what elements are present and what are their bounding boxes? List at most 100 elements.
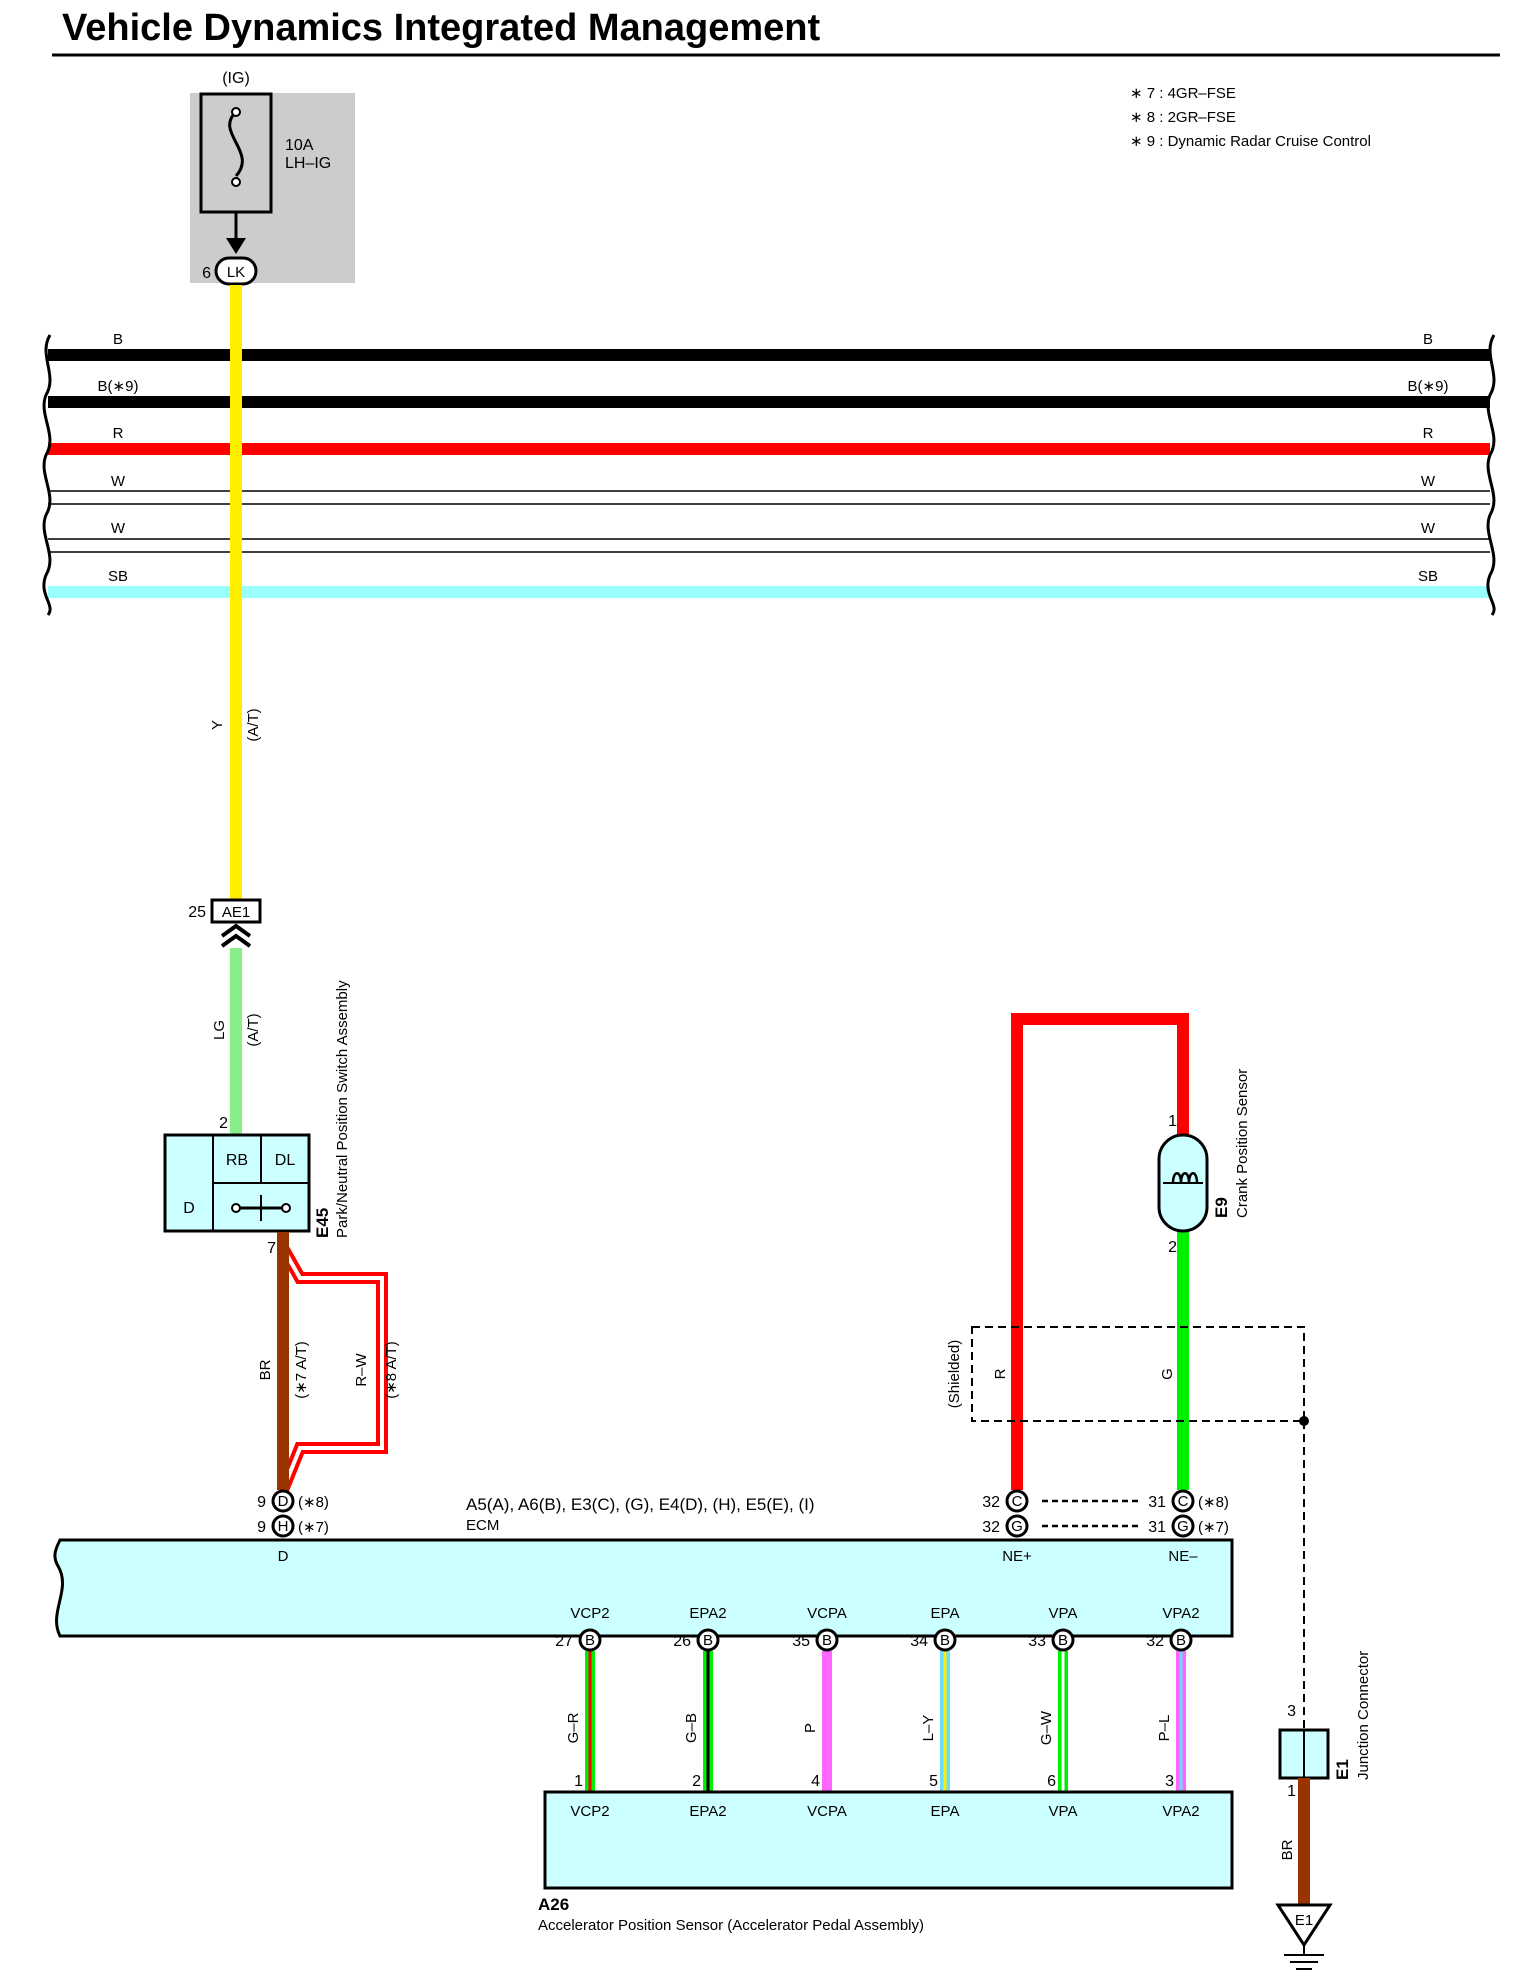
e45-cell-rb: RB [226,1152,248,1169]
wire-y-note: (A/T) [245,708,262,741]
ecm-pin-con-vpa: B [1058,1632,1068,1649]
ne-minus-g-num: 31 [1148,1519,1166,1536]
bus-break-left [42,334,52,616]
wire-label-gr: G–R [565,1712,582,1743]
e9-pin-top: 1 [1168,1113,1177,1130]
ecm-pin-h-note: (∗7) [298,1519,329,1536]
a26-name: Accelerator Position Sensor (Accelerator… [538,1917,924,1934]
ecm-pin-vcpa [815,1628,839,1652]
ecm-label-vpa: VPA [1049,1605,1078,1622]
ne-plus-c-num: 32 [982,1494,1000,1511]
ecm-connectors: A5(A), A6(B), E3(C), (G), E4(D), (H), E5… [466,1495,815,1514]
wire-label-pl: P–L [1156,1715,1173,1742]
ecm-pin-d-con: D [278,1493,289,1510]
page-title: Vehicle Dynamics Integrated Management [62,7,820,49]
bus-label-b-right: B [1423,331,1433,348]
wire-label-gb: G–B [683,1713,700,1743]
switch-e45: 2 RB DL D E45 Park/Neutral Position Swit… [163,980,351,1257]
bus-label-w1-right: W [1421,473,1436,490]
sensor-pin-num-epa2: 2 [692,1773,701,1790]
note-7: ∗ 7 : 4GR–FSE [1130,85,1236,102]
ecm-pin-num-epa2: 26 [673,1633,691,1650]
ecm-pin-con-vcpa: B [822,1632,832,1649]
bus-label-r-right: R [1423,425,1434,442]
ne-plus-g-num: 32 [982,1519,1000,1536]
a26-label-epa2: EPA2 [689,1803,726,1820]
ecm-label-epa2: EPA2 [689,1605,726,1622]
ecm-label-ne-plus: NE+ [1002,1548,1032,1565]
fuse-terminal-top [231,107,241,117]
bus-label-b9-right: B(∗9) [1408,378,1449,395]
fuse-ig-label: (IG) [222,70,250,87]
ae1-box [210,898,262,924]
ne-minus-g-con: G [1177,1518,1189,1535]
ecm-pin-num-vpa2: 32 [1146,1633,1164,1650]
arrow-down-icon [226,238,246,254]
shield: (Shielded) R G [946,1326,1309,1730]
shield-box [971,1326,1305,1422]
ecm-label-vcpa: VCPA [807,1605,847,1622]
ne-plus-g-con: G [1011,1518,1023,1535]
ecm-body: D NE+ NE– [53,1538,1234,1638]
ecm-pins-ne: 32 C 32 G 31 C (∗8) 31 G (∗7) [982,1489,1229,1538]
e9-name: Crank Position Sensor [1234,1069,1251,1218]
ne-minus-g [1171,1514,1195,1538]
e1-pin-top: 3 [1287,1703,1296,1720]
ecm-pin-d-num: 9 [257,1494,266,1511]
ne-minus-c-num: 31 [1148,1494,1166,1511]
a26-label-vcp2: VCP2 [570,1803,609,1820]
bus-lines: B B B(∗9) B(∗9) R R W W W W SB SB [42,331,1496,616]
ecm-pin-num-vpa: 33 [1028,1633,1046,1650]
e45-cell-dl: DL [275,1152,296,1169]
ecm-pin-con-epa: B [940,1632,950,1649]
ne-minus-g-note: (∗7) [1198,1519,1229,1536]
wire-rw-color: R–W [353,1352,370,1386]
wire-lg-note: (A/T) [245,1013,262,1046]
ne-minus-c [1171,1489,1195,1513]
sensor-e9: 1 2 E9 Crank Position Sensor [1157,1069,1251,1256]
bus-label-sb-right: SB [1418,568,1438,585]
a26-label-vcpa: VCPA [807,1803,847,1820]
fuse-name: LH–IG [285,155,331,172]
ecm-label-ne-minus: NE– [1168,1548,1198,1565]
ecm-pin-epa2 [696,1628,720,1652]
wire-rw-stripe [281,1247,384,1491]
ecm-box [53,1538,1234,1638]
wire-label-gw: G–W [1038,1710,1055,1745]
a26-id: A26 [538,1895,569,1914]
switch-contact-left [231,1203,241,1213]
ecm-pins-left: 9 D (∗8) 9 H (∗7) [257,1489,329,1538]
ecm-label-vcp2: VCP2 [570,1605,609,1622]
ecm-pin-d-note: (∗8) [298,1494,329,1511]
ecm-label-vpa2: VPA2 [1162,1605,1199,1622]
ne-minus-c-note: (∗8) [1198,1494,1229,1511]
ecm-pin-con-vcp2: B [585,1632,595,1649]
coil-icon [1171,1172,1199,1184]
ecm-pin-con-vpa2: B [1176,1632,1186,1649]
wire-br-color: BR [257,1359,274,1380]
ground-triangle [1275,1903,1333,1948]
wire-rw-note: (∗8 A/T) [383,1341,400,1399]
ecm-pin-vpa2 [1169,1628,1193,1652]
fuse-icon [228,110,244,178]
e1-id: E1 [1333,1759,1352,1780]
sensor-pin-num-vpa2: 3 [1165,1773,1174,1790]
fuse-terminal-bottom [231,177,241,187]
shield-label: (Shielded) [946,1340,963,1408]
accel-channel-vpa2: VPA2 32 B P–L 3 VPA2 [1146,1605,1199,1820]
ecm-name: ECM [466,1517,499,1534]
connector-lk-label: LK [227,264,245,281]
ecm-pin-h-num: 9 [257,1519,266,1536]
note-8: ∗ 8 : 2GR–FSE [1130,109,1236,126]
wire-r-crank [1011,1013,1189,1490]
ecm-pin-con-epa2: B [703,1632,713,1649]
e1-pin-bottom: 1 [1287,1783,1296,1800]
wire-br-note: (∗7 A/T) [293,1341,310,1399]
ne-minus-c-con: C [1178,1493,1189,1510]
wire-lg-color: LG [211,1020,228,1040]
accel-channel-vpa: VPA 33 B G–W 6 VPA [1028,1605,1077,1820]
bus-label-w2-left: W [111,520,126,537]
ecm-pin-epa [933,1628,957,1652]
e45-cell-d: D [183,1200,195,1217]
ecm-pin-vpa [1051,1628,1075,1652]
